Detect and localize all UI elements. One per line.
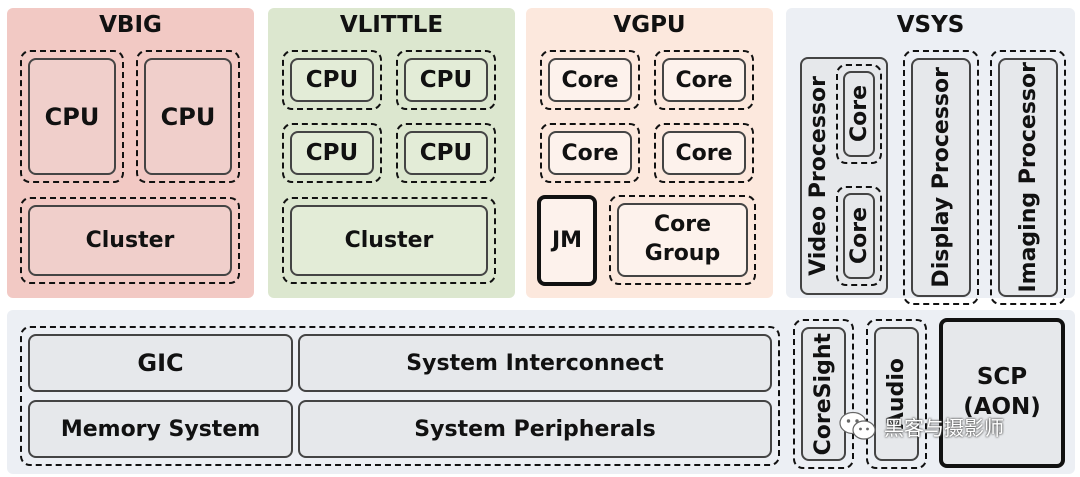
video-core-2-label: Core (846, 207, 872, 265)
vlittle-cpu-slot-4 (396, 123, 496, 183)
vlittle-cpu-4: CPU (404, 131, 488, 175)
vbig-cpu-slot-1 (20, 50, 124, 183)
system-interconnect-block: System Interconnect (298, 334, 772, 392)
vgpu-core-slot-4 (654, 123, 754, 183)
display-processor-slot (903, 50, 979, 305)
vgpu-core-group: Core Group (617, 203, 748, 277)
coresight-label: CoreSight (811, 332, 836, 456)
video-core-slot-1 (836, 64, 882, 164)
imaging-processor: Imaging Processor (998, 58, 1058, 297)
vbig-cpu-1: CPU (28, 58, 116, 175)
gic-block: GIC (28, 334, 293, 392)
vlittle-cpu-slot-1 (282, 50, 382, 110)
video-core-1: Core (843, 71, 875, 157)
display-processor-label: Display Processor (928, 67, 954, 288)
vgpu-core-slot-3 (540, 123, 640, 183)
system-peripherals-block: System Peripherals (298, 400, 772, 458)
vgpu-core-2: Core (662, 58, 746, 102)
audio-block: Audio (874, 327, 919, 461)
wechat-icon (839, 411, 876, 440)
vgpu-core-slot-2 (654, 50, 754, 110)
watermark-text: 黑客与摄影师 (884, 415, 1004, 440)
vgpu-core-group-slot (609, 195, 756, 285)
vlittle-cpu-1: CPU (290, 58, 374, 102)
system-block-slot (20, 326, 780, 466)
coresight-slot (793, 319, 854, 469)
vsys-title: VSYS (896, 12, 965, 38)
vgpu-core-1: Core (548, 58, 632, 102)
watermark: 黑客与摄影师 (838, 410, 1004, 442)
vbig-cpu-2: CPU (144, 58, 232, 175)
video-core-1-label: Core (846, 85, 872, 143)
coresight-block: CoreSight (801, 327, 846, 461)
vbig-title: VBIG (99, 12, 162, 38)
vlittle-cluster-slot (282, 197, 496, 284)
vbig-cpu-slot-2 (136, 50, 240, 183)
video-processor-label: Video Processor (806, 76, 831, 276)
video-core-2: Core (843, 193, 875, 279)
audio-slot (866, 319, 927, 469)
vlittle-cpu-slot-2 (396, 50, 496, 110)
vgpu-core-3: Core (548, 131, 632, 175)
scp-aon-block: SCP (AON) (939, 318, 1065, 468)
vbig-cluster-slot (20, 197, 240, 284)
imaging-processor-label: Imaging Processor (1015, 62, 1041, 293)
vlittle-cpu-3: CPU (290, 131, 374, 175)
vgpu-core-slot-1 (540, 50, 640, 110)
vlittle-cluster: Cluster (290, 205, 488, 276)
video-core-slot-2 (836, 186, 882, 286)
vgpu-title: VGPU (613, 12, 686, 38)
vlittle-cpu-2: CPU (404, 58, 488, 102)
imaging-processor-slot (990, 50, 1066, 305)
vgpu-jm: JM (537, 195, 597, 286)
vgpu-core-4: Core (662, 131, 746, 175)
memory-system-block: Memory System (28, 400, 293, 458)
vlittle-cpu-slot-3 (282, 123, 382, 183)
vbig-cluster: Cluster (28, 205, 232, 276)
vlittle-title: VLITTLE (339, 12, 444, 38)
display-processor: Display Processor (911, 58, 971, 297)
